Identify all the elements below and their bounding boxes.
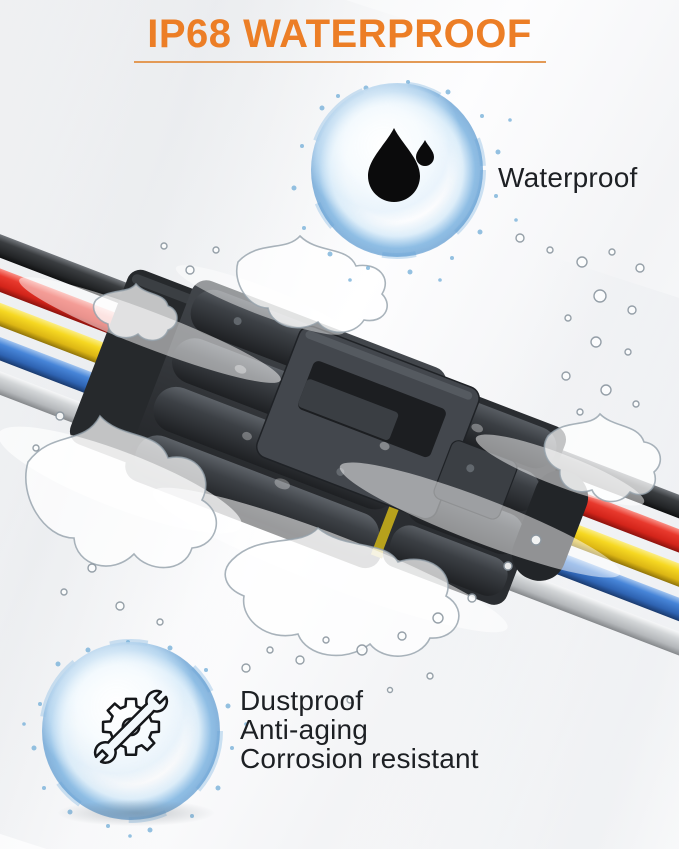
water-droplet	[576, 256, 588, 268]
water-droplet	[55, 411, 65, 421]
blue-speckle	[22, 722, 26, 726]
blue-speckle	[167, 645, 173, 651]
blue-speckle	[225, 703, 231, 709]
water-droplet	[156, 618, 164, 626]
water-droplet	[600, 384, 612, 396]
blue-speckle	[348, 278, 352, 282]
water-droplet	[546, 246, 554, 254]
water-droplet	[356, 644, 368, 656]
waterproof-label: Waterproof	[498, 162, 638, 193]
water-droplet	[515, 233, 525, 243]
blue-speckle	[514, 218, 518, 222]
blue-speckle	[55, 661, 61, 667]
durability-bubble	[42, 642, 220, 820]
blue-speckle	[67, 809, 73, 815]
blue-speckle	[31, 745, 37, 751]
water-splash	[0, 80, 662, 838]
water-droplet	[608, 248, 616, 256]
latch-clip	[255, 325, 518, 520]
waterproof-bubble	[311, 83, 483, 257]
blue-speckle	[494, 194, 498, 198]
water-droplet	[115, 601, 125, 611]
blue-speckle	[450, 256, 454, 260]
page-title: IP68 WATERPROOF	[147, 12, 532, 56]
water-droplet	[635, 263, 645, 273]
water-droplet	[346, 696, 354, 704]
water-droplet	[530, 534, 542, 546]
water-droplet	[295, 655, 305, 665]
water-droplet	[503, 561, 513, 571]
water-droplet	[632, 400, 640, 408]
water-droplet	[564, 314, 572, 322]
water-droplet	[593, 289, 607, 303]
gear-wrench-icon	[93, 689, 169, 764]
blue-speckle	[300, 144, 304, 148]
water-droplet	[185, 265, 195, 275]
water-droplet	[627, 305, 637, 315]
blue-speckle	[336, 94, 340, 98]
durability-labels: Dustproof Anti-aging Corrosion resistant	[240, 686, 479, 773]
water-droplet	[160, 242, 168, 250]
blue-speckle	[407, 269, 413, 275]
title-underline	[133, 61, 546, 63]
blue-speckle	[38, 702, 42, 706]
blue-speckle	[480, 114, 484, 118]
blue-speckle	[438, 278, 442, 282]
water-droplet	[87, 563, 97, 573]
water-droplet	[386, 686, 394, 694]
blue-speckle	[291, 185, 297, 191]
water-droplet	[241, 663, 251, 673]
blue-speckle	[204, 668, 208, 672]
bubble-shadow	[58, 800, 214, 826]
blue-speckle	[230, 746, 234, 750]
blue-speckle	[244, 722, 248, 726]
water-droplet	[212, 246, 220, 254]
blue-speckle	[477, 229, 483, 235]
durability-line-3: Corrosion resistant	[240, 743, 479, 774]
water-droplet	[590, 336, 602, 348]
header: IP68 WATERPROOF	[0, 12, 679, 63]
water-droplet	[561, 371, 571, 381]
water-droplet	[467, 593, 477, 603]
blue-speckle	[319, 105, 325, 111]
water-droplet	[266, 646, 274, 654]
blue-speckle	[366, 266, 370, 270]
blue-speckle	[215, 785, 221, 791]
blue-speckle	[106, 824, 110, 828]
blue-speckle	[42, 786, 46, 790]
blue-speckle	[445, 89, 451, 95]
wrench	[93, 689, 169, 764]
blue-speckle	[190, 814, 194, 818]
water-droplet	[426, 672, 434, 680]
water-drop-icon	[368, 128, 434, 202]
blue-speckle	[302, 226, 306, 230]
blue-speckle	[508, 118, 512, 122]
durability-line-2: Anti-aging	[240, 714, 369, 745]
durability-line-1: Dustproof	[240, 685, 364, 716]
blue-speckle	[327, 251, 333, 257]
water-droplet	[60, 588, 68, 596]
blue-speckle	[147, 827, 153, 833]
water-droplet	[576, 408, 584, 416]
water-droplet	[397, 631, 407, 641]
water-droplet	[432, 612, 444, 624]
gear-outline	[101, 697, 161, 757]
water-droplet	[624, 348, 632, 356]
water-droplet	[32, 444, 40, 452]
blue-speckle	[128, 834, 132, 838]
water-droplet	[322, 636, 330, 644]
blue-speckle	[495, 149, 501, 155]
